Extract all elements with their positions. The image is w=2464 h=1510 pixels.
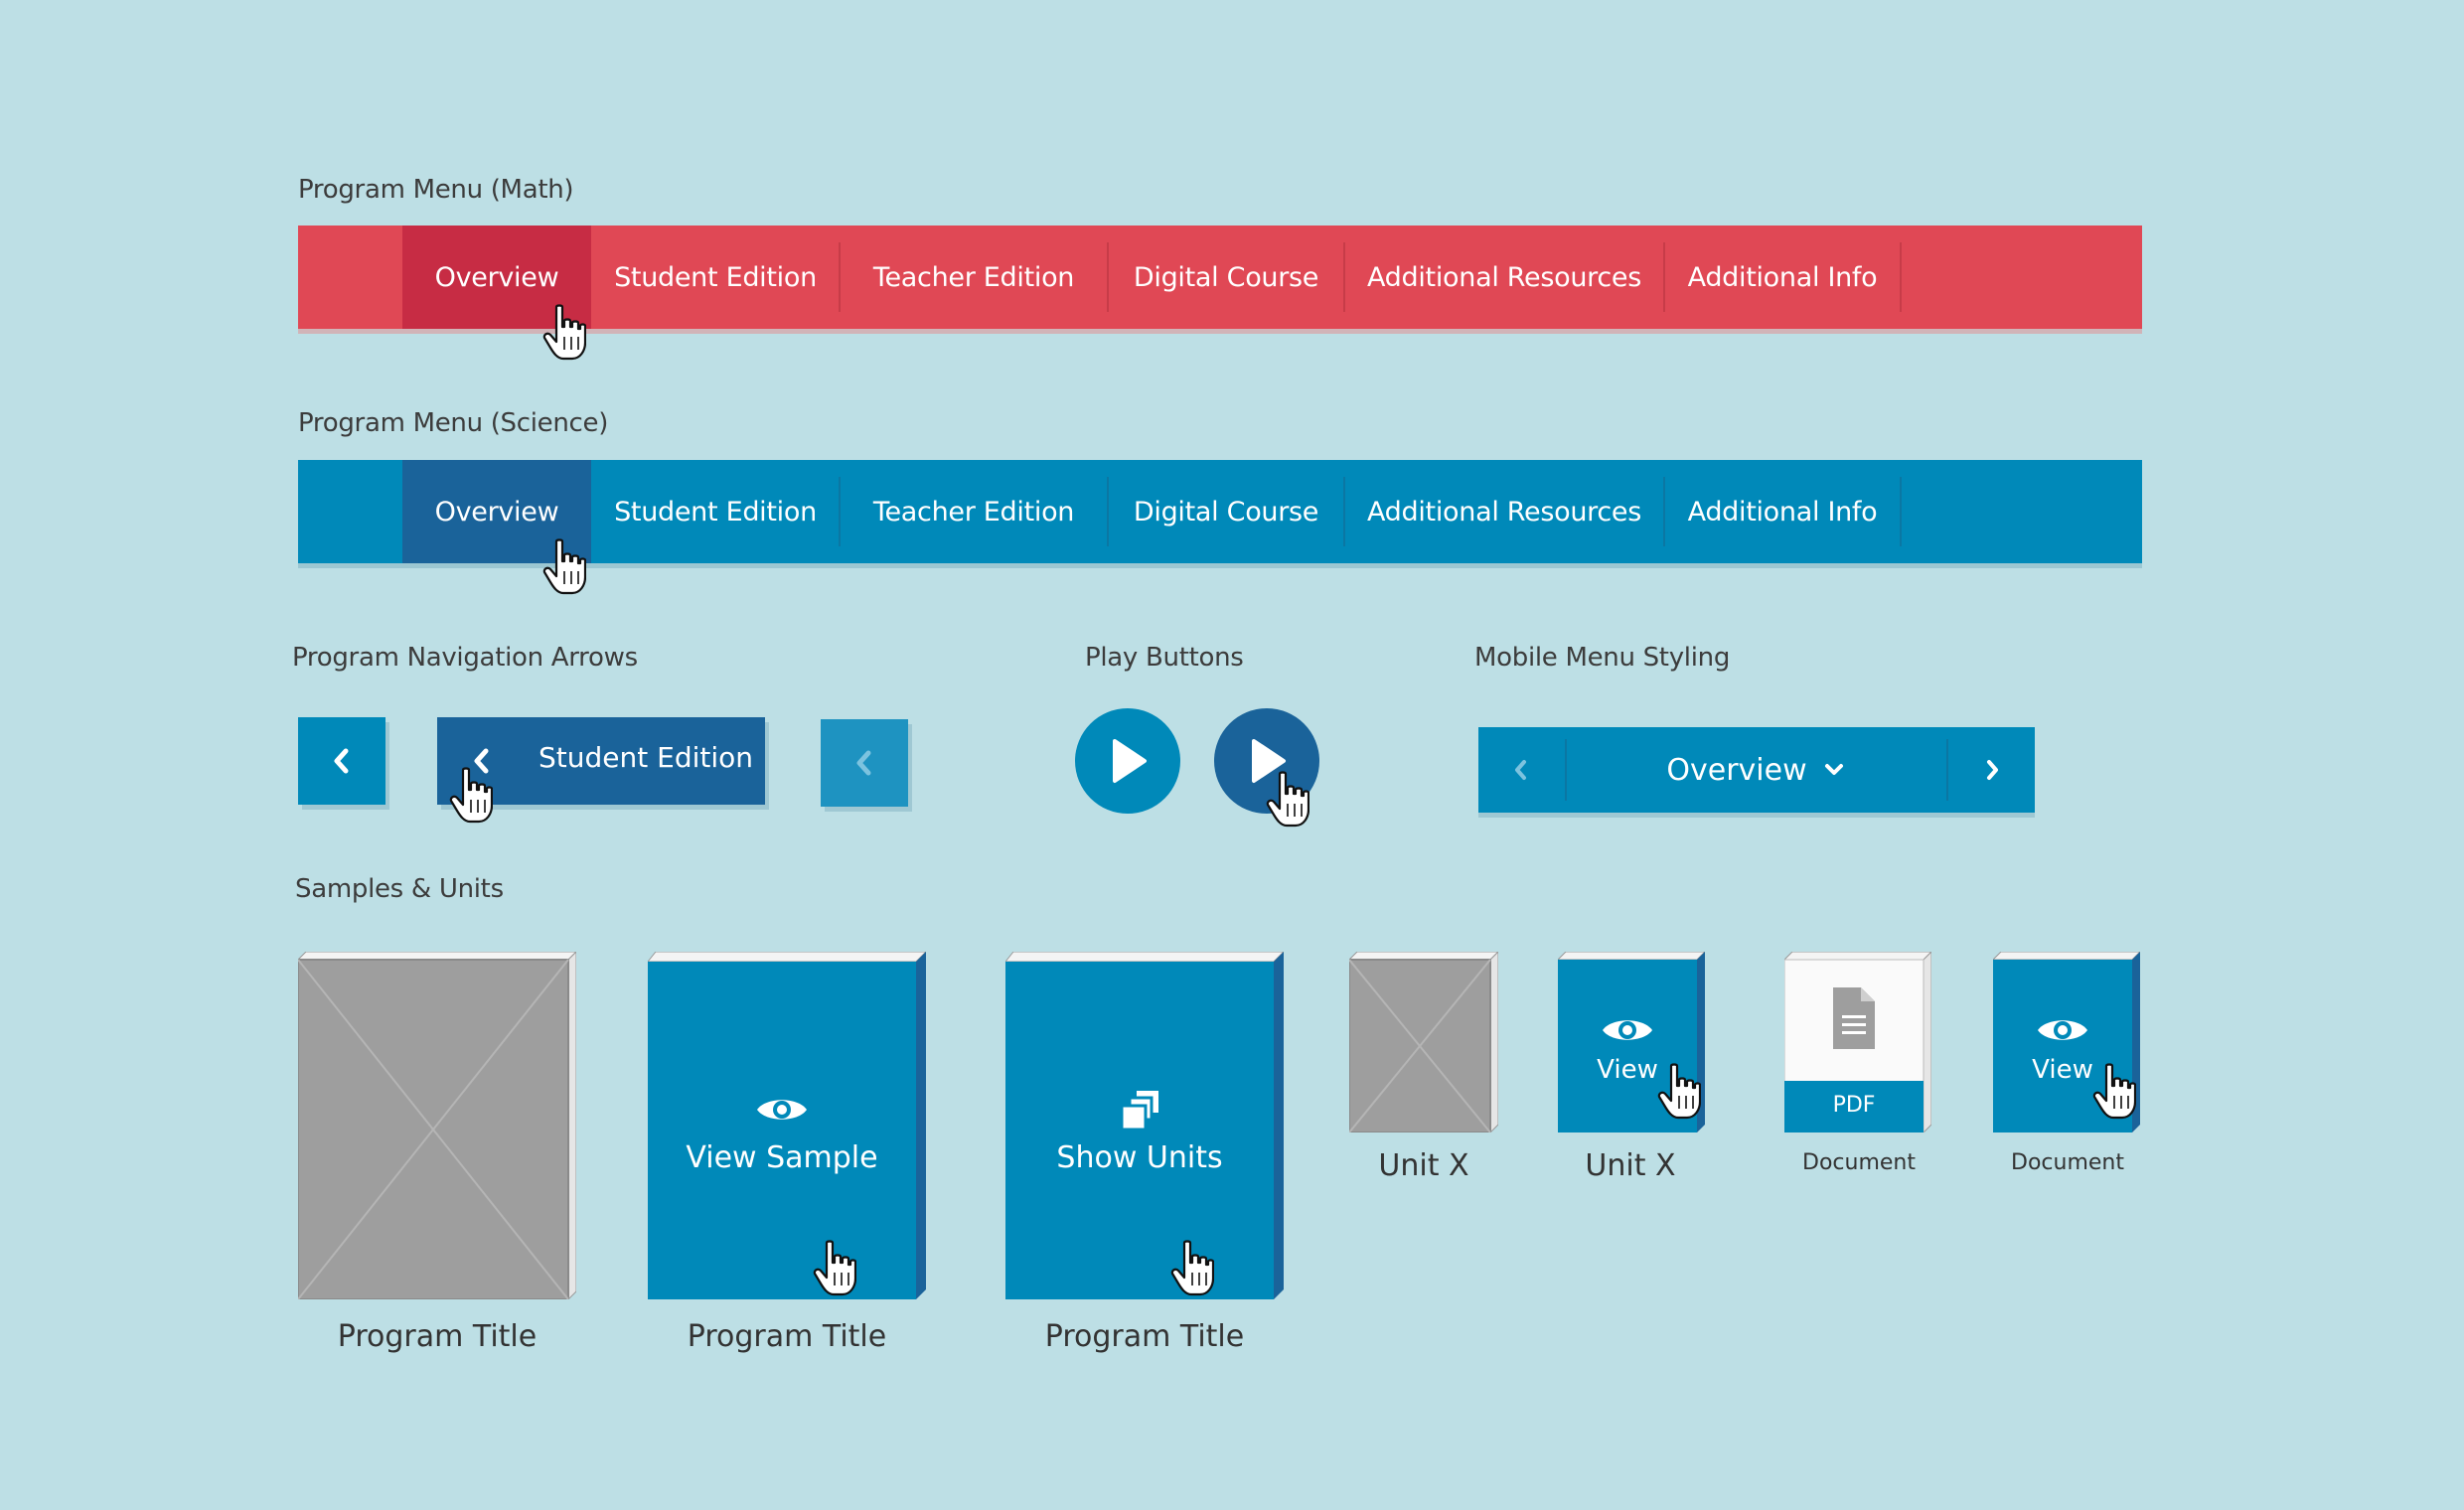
hand-pointer-icon bbox=[1170, 1240, 1214, 1296]
chevron-down-icon bbox=[1824, 764, 1843, 775]
science-program-menu: Overview Student Edition Teacher Edition… bbox=[298, 460, 2142, 563]
play-icon bbox=[1113, 739, 1147, 783]
view-sample-book[interactable]: View Sample bbox=[648, 952, 926, 1299]
program-book-placeholder[interactable] bbox=[296, 950, 578, 1301]
menu-divider bbox=[839, 477, 841, 546]
edition-button-label: Student Edition bbox=[539, 741, 754, 774]
document-caption: Document bbox=[1802, 1150, 1916, 1175]
image-placeholder bbox=[296, 950, 578, 1301]
hand-pointer-icon bbox=[1657, 1063, 1701, 1120]
prev-arrow-button[interactable] bbox=[298, 717, 385, 805]
menu-divider bbox=[1107, 477, 1109, 546]
samples-units-label: Samples & Units bbox=[295, 874, 504, 904]
pdf-document-book[interactable]: PDF bbox=[1784, 952, 1931, 1132]
play-buttons-label: Play Buttons bbox=[1085, 643, 1244, 673]
unit-book-placeholder[interactable] bbox=[1347, 950, 1500, 1134]
prev-arrow-button-disabled[interactable] bbox=[821, 719, 908, 807]
view-sample-label: View Sample bbox=[686, 1140, 878, 1175]
unit-caption: Unit X bbox=[1585, 1148, 1676, 1183]
mobile-menu-dropdown[interactable]: Overview bbox=[1567, 727, 1946, 813]
copy-stack-icon bbox=[1120, 1091, 1158, 1132]
menu-divider bbox=[1900, 477, 1902, 546]
math-menu-digital-course[interactable]: Digital Course bbox=[1133, 261, 1319, 293]
view-label: View bbox=[2032, 1055, 2093, 1085]
mobile-next-button[interactable] bbox=[1949, 727, 2035, 813]
unit-caption: Unit X bbox=[1378, 1148, 1469, 1183]
science-menu-additional-info[interactable]: Additional Info bbox=[1687, 496, 1878, 528]
menu-divider bbox=[1343, 477, 1345, 546]
math-program-menu: Overview Student Edition Teacher Edition… bbox=[298, 226, 2142, 329]
science-menu-digital-course[interactable]: Digital Course bbox=[1133, 496, 1319, 528]
pdf-label: PDF bbox=[1832, 1093, 1876, 1118]
menu-divider bbox=[1565, 739, 1567, 801]
math-menu-teacher-edition[interactable]: Teacher Edition bbox=[872, 261, 1075, 293]
play-icon bbox=[1252, 739, 1286, 783]
chevron-left-icon bbox=[474, 748, 489, 774]
menu-divider bbox=[1343, 242, 1345, 312]
menu-divider bbox=[1107, 242, 1109, 312]
science-menu-teacher-edition[interactable]: Teacher Edition bbox=[872, 496, 1075, 528]
program-title-caption: Program Title bbox=[1044, 1319, 1245, 1354]
menu-divider bbox=[1946, 739, 1948, 801]
show-units-label: Show Units bbox=[1056, 1140, 1223, 1175]
document-icon bbox=[1833, 987, 1875, 1049]
mobile-menu: Overview bbox=[1478, 727, 2035, 813]
eye-icon bbox=[1603, 1020, 1652, 1040]
nav-arrows-label: Program Navigation Arrows bbox=[292, 643, 638, 673]
menu-divider bbox=[1663, 477, 1665, 546]
science-menu-additional-resources[interactable]: Additional Resources bbox=[1366, 496, 1641, 528]
chevron-left-icon bbox=[334, 748, 349, 774]
math-menu-additional-info[interactable]: Additional Info bbox=[1687, 261, 1878, 293]
mobile-prev-button[interactable] bbox=[1478, 727, 1564, 813]
eye-icon bbox=[2038, 1020, 2087, 1040]
document-caption: Document bbox=[2011, 1150, 2124, 1175]
image-placeholder bbox=[1347, 950, 1500, 1134]
hand-pointer-icon bbox=[542, 538, 586, 595]
mobile-current-item: Overview bbox=[1666, 752, 1807, 788]
chevron-right-icon bbox=[1987, 760, 1998, 780]
chevron-left-icon bbox=[856, 750, 871, 776]
hand-pointer-icon bbox=[2092, 1063, 2136, 1120]
math-menu-student-edition[interactable]: Student Edition bbox=[614, 261, 817, 293]
math-menu-additional-resources[interactable]: Additional Resources bbox=[1366, 261, 1641, 293]
program-title-caption: Program Title bbox=[337, 1319, 538, 1354]
menu-divider bbox=[1900, 242, 1902, 312]
hand-pointer-icon bbox=[542, 304, 586, 361]
hand-pointer-icon bbox=[813, 1240, 856, 1296]
science-menu-label: Program Menu (Science) bbox=[298, 408, 609, 438]
hand-pointer-icon bbox=[1266, 771, 1309, 828]
mobile-menu-label: Mobile Menu Styling bbox=[1474, 643, 1731, 673]
menu-divider bbox=[1663, 242, 1665, 312]
play-button[interactable] bbox=[1075, 708, 1180, 814]
menu-divider bbox=[839, 242, 841, 312]
hand-pointer-icon bbox=[449, 767, 493, 824]
program-title-caption: Program Title bbox=[687, 1319, 887, 1354]
book-cover bbox=[648, 952, 926, 1299]
eye-icon bbox=[757, 1100, 807, 1120]
view-label: View bbox=[1597, 1055, 1658, 1085]
science-menu-student-edition[interactable]: Student Edition bbox=[614, 496, 817, 528]
show-units-book[interactable]: Show Units bbox=[1005, 952, 1284, 1299]
math-menu-label: Program Menu (Math) bbox=[298, 175, 574, 205]
chevron-left-icon bbox=[1515, 760, 1526, 780]
